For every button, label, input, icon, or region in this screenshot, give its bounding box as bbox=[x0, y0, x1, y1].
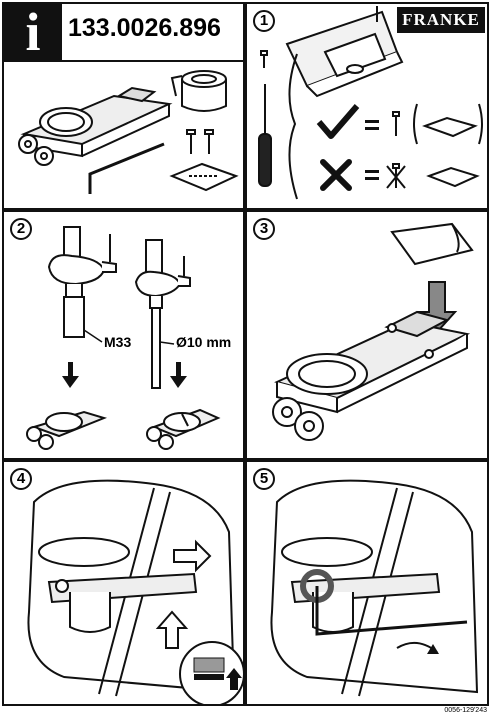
info-glyph: i bbox=[25, 2, 41, 62]
check-icon bbox=[316, 104, 360, 139]
arrow-right-icon bbox=[173, 539, 212, 573]
step3-illustration bbox=[272, 222, 474, 441]
step-number-5: 5 bbox=[253, 468, 275, 490]
info-icon: i bbox=[4, 4, 62, 60]
arrow-up-icon bbox=[155, 610, 189, 649]
part-number: 133.0026.896 bbox=[68, 14, 221, 42]
step5-illustration bbox=[270, 479, 479, 697]
parts-illustration bbox=[18, 70, 239, 194]
step-number-4: 4 bbox=[10, 468, 32, 490]
step5-panel: 5 bbox=[245, 460, 489, 706]
step3-panel: 3 bbox=[245, 210, 489, 460]
step1-illustration bbox=[258, 6, 483, 200]
step1-panel: 1 FRANKE bbox=[245, 2, 489, 210]
step2-panel: 2 M33 Ø10 mm bbox=[2, 210, 245, 460]
thread-label: M33 bbox=[104, 334, 132, 350]
header-divider bbox=[4, 60, 243, 62]
parts-overview-panel: i 133.0026.896 bbox=[2, 2, 245, 210]
document-id: 0056-129'243 bbox=[444, 707, 487, 714]
step-number-2: 2 bbox=[10, 218, 32, 240]
step2-illustration bbox=[26, 226, 221, 450]
step-number-1: 1 bbox=[253, 10, 275, 32]
step-number-3: 3 bbox=[253, 218, 275, 240]
step4-illustration bbox=[27, 479, 243, 704]
diameter-label: Ø10 mm bbox=[176, 334, 232, 350]
brand-logo: FRANKE bbox=[397, 7, 485, 33]
arrow-down-icon bbox=[62, 362, 187, 388]
cross-icon bbox=[320, 159, 352, 191]
step4-panel: 4 bbox=[2, 460, 245, 706]
